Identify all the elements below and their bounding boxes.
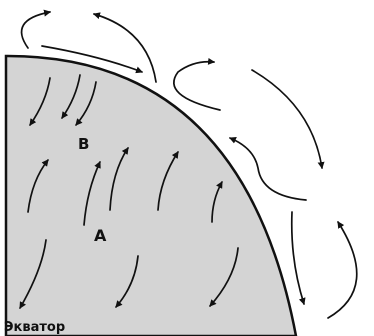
outer-arrow <box>292 212 304 304</box>
label-a: A <box>94 226 107 245</box>
label-equator: Экватор <box>4 320 65 335</box>
outer-arrow <box>22 12 50 48</box>
label-b: B <box>78 135 89 153</box>
outer-arrow <box>252 70 322 168</box>
outer-arrow <box>174 62 220 110</box>
globe-quarter <box>6 56 296 336</box>
outer-arrow <box>328 222 357 318</box>
